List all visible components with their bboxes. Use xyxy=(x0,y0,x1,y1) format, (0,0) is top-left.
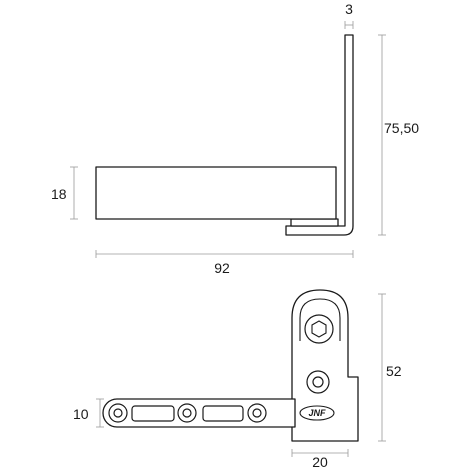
arm-slot-2 xyxy=(202,405,244,422)
brand-logo xyxy=(299,405,335,421)
l-bracket xyxy=(285,34,354,236)
arm-hole-2-inner xyxy=(182,408,192,418)
arm-hole-1-inner xyxy=(113,408,123,418)
front-view: JNF 52 10 20 xyxy=(73,289,402,470)
brand-logo-text: JNF xyxy=(308,408,326,418)
arm-hole-3-inner xyxy=(252,408,262,418)
bolt-head xyxy=(304,314,334,344)
dim-plate-height: 52 xyxy=(386,363,402,379)
dim-length: 92 xyxy=(214,260,230,276)
vertical-plate xyxy=(291,289,359,442)
arm-slot-1 xyxy=(131,405,175,422)
hex-socket-icon xyxy=(311,320,327,338)
side-view: 3 75,50 18 92 xyxy=(51,1,419,276)
dim-plate-width: 20 xyxy=(312,454,328,470)
dim-height: 75,50 xyxy=(384,120,419,136)
base-plate xyxy=(290,218,339,227)
hinge-block xyxy=(95,166,337,220)
plate-inner-frame xyxy=(299,298,341,341)
plate-hole-inner xyxy=(312,376,324,388)
dim-thickness: 3 xyxy=(345,1,353,17)
dim-arm-height: 10 xyxy=(73,406,89,422)
dim-block-height: 18 xyxy=(51,186,67,202)
